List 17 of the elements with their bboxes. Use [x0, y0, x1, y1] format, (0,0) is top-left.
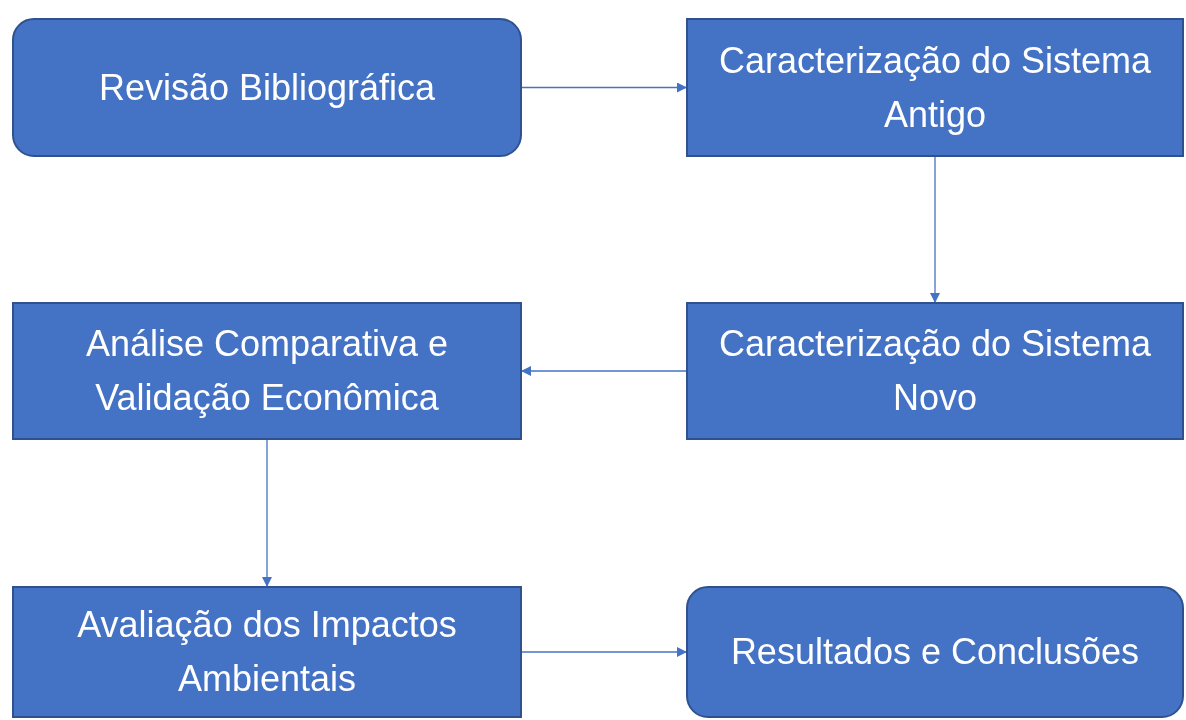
arrow: [521, 82, 687, 93]
process-box: [12, 302, 522, 440]
box-label: Caracterização do Sistema Novo: [717, 322, 1153, 420]
box-label: Resultados e Conclusões: [730, 630, 1140, 674]
process-box: [686, 586, 1184, 718]
box-label: Avaliação dos Impactos Ambientais: [76, 603, 458, 701]
process-box: [686, 302, 1184, 440]
box-label: Análise Comparativa e Validação Econômica: [84, 322, 450, 420]
arrow: [521, 366, 687, 376]
arrow: [521, 647, 687, 657]
process-box: [12, 586, 522, 718]
arrow: [930, 156, 940, 303]
process-box: [12, 18, 522, 157]
process-box: [686, 18, 1184, 157]
box-label: Caracterização do Sistema Antigo: [717, 38, 1153, 137]
arrow: [262, 439, 272, 587]
box-label: Revisão Bibliográfica: [98, 65, 436, 110]
